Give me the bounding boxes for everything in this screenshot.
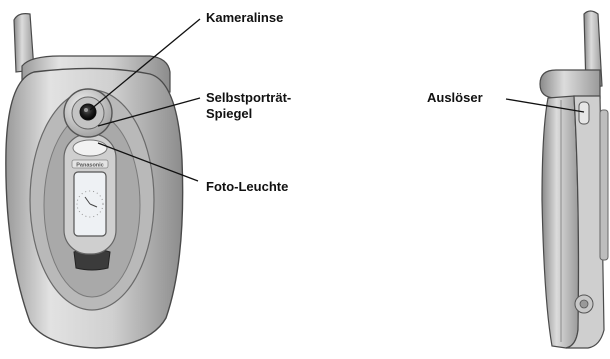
label-self-portrait-mirror-line2: Spiegel xyxy=(206,106,252,122)
label-camera-lens: Kameralinse xyxy=(206,10,283,26)
phone-front-view: Panasonic xyxy=(6,14,183,348)
side-hinge xyxy=(540,70,600,98)
brand-text: Panasonic xyxy=(76,163,104,169)
side-body-lower xyxy=(542,96,579,348)
label-shutter-release: Auslöser xyxy=(427,90,483,106)
label-self-portrait-mirror-line1: Selbstporträt- xyxy=(206,90,291,106)
phone-side-view xyxy=(540,11,608,348)
shutter-button xyxy=(579,102,589,124)
photo-light xyxy=(73,140,107,156)
label-photo-light: Foto-Leuchte xyxy=(206,179,288,195)
